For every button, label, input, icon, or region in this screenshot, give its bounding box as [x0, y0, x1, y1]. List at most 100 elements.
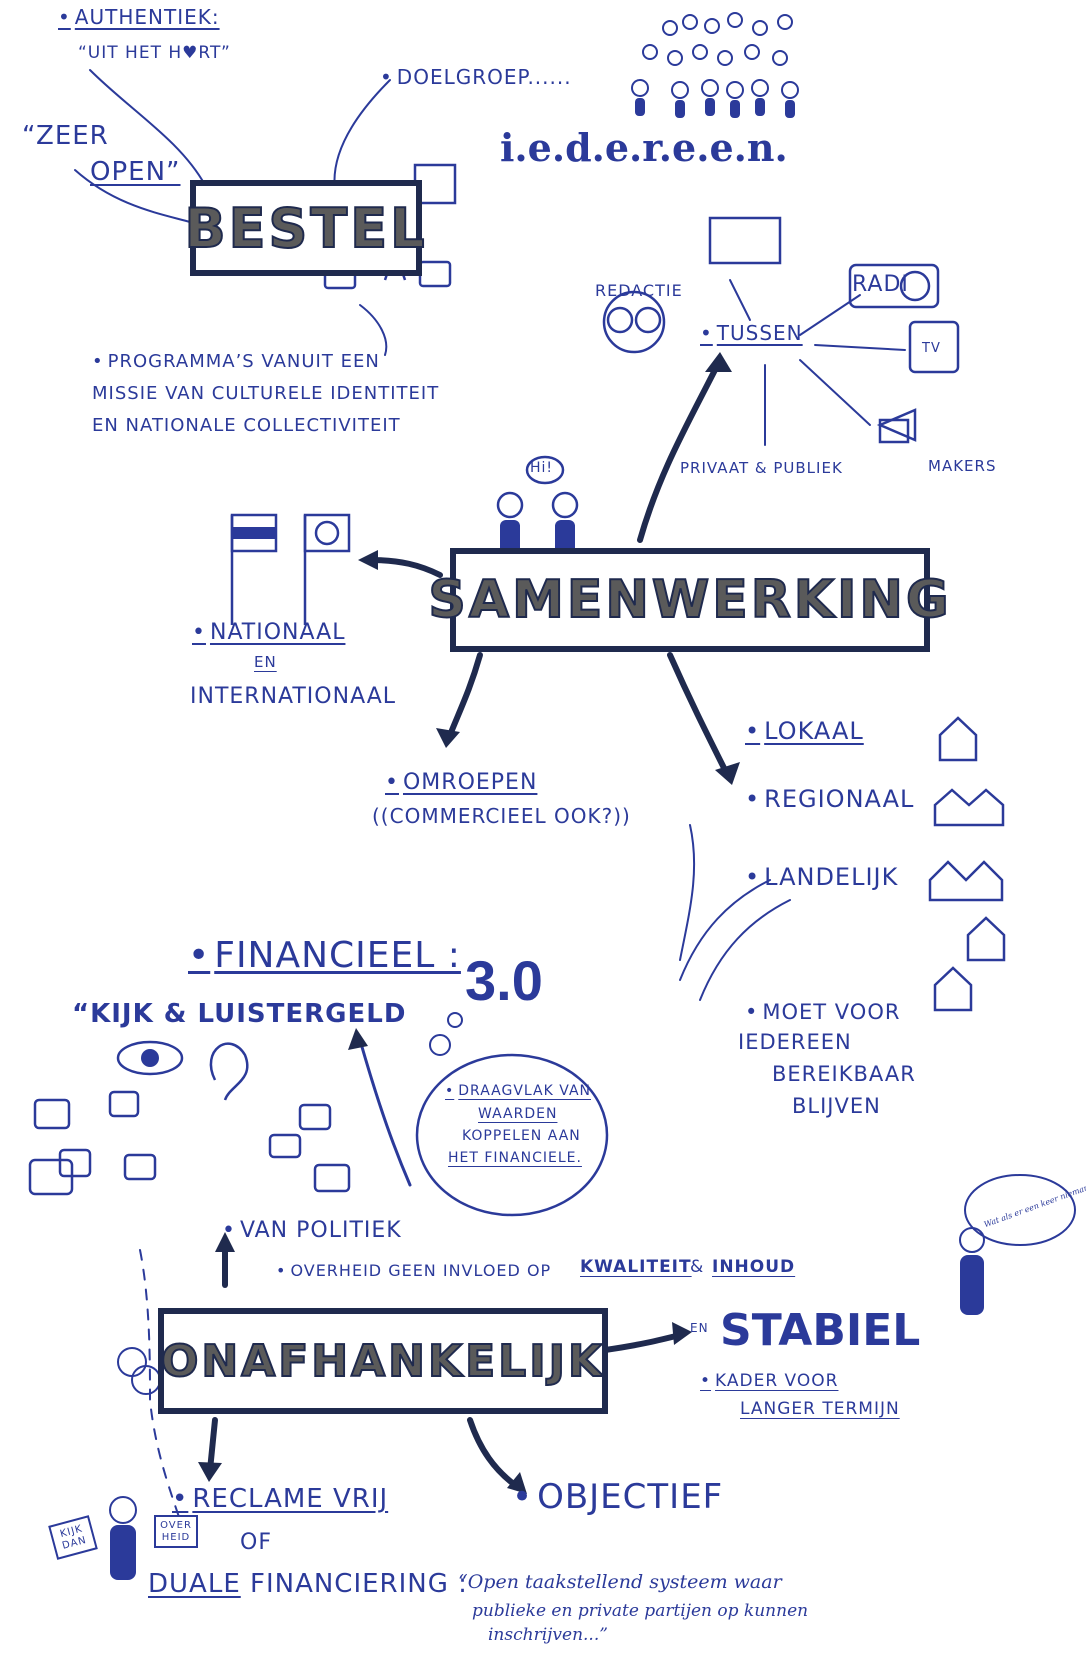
eye-icon: [116, 1040, 184, 1076]
privaat-label: PRIVAAT & PUBLIEK: [680, 459, 843, 477]
iedereen-label: i.e.d.e.r.e.e.n.: [500, 125, 788, 170]
camera-body: [878, 418, 910, 444]
arrow-to-reclame: [207, 1417, 218, 1473]
road-line-right: [699, 899, 791, 1001]
tv-icon-fin-1: [33, 1098, 71, 1130]
road-line-left: [679, 879, 771, 981]
tv-icon-fin-7: [268, 1133, 302, 1159]
connector-authentiek: [89, 69, 206, 186]
thinking-person-head: [959, 1227, 985, 1253]
draagvlak-line-2: WAARDEN: [478, 1106, 558, 1122]
speech-text: Hi!: [530, 460, 554, 476]
tv-icon-fin-5: [123, 1153, 157, 1181]
thought-dot-1: [429, 1034, 451, 1056]
arrowhead-omroepen: [436, 728, 460, 748]
uit-het-hart-label: “UIT HET H♥RT”: [78, 43, 231, 63]
open-label: OPEN”: [90, 157, 181, 187]
newspaper-icon-tussen: [708, 216, 782, 265]
nationaal-label: NATIONAAL: [192, 620, 345, 645]
kader-line-1: KADER VOOR: [700, 1371, 838, 1392]
omroepen-label: OMROEPEN: [385, 770, 537, 795]
house-icon-landelijk: [928, 860, 1004, 902]
radio-icon-bestel: [418, 260, 452, 288]
kijk-label: “KIJK & LUISTERGELD: [72, 999, 407, 1029]
crowd-icon: [631, 12, 799, 99]
quote-line-1: “Open taakstellend systeem waar: [458, 1571, 782, 1593]
en-stabiel-label: EN: [690, 1321, 709, 1335]
bestel-title: BESTEL: [183, 196, 428, 261]
radio-icon: [848, 263, 940, 309]
draagvlak-line-3: KOPPELEN AAN: [462, 1128, 581, 1144]
doelgroep-label: DOELGROEP......: [380, 66, 572, 89]
onafhankelijk-box: ONAFHANKELIJK: [158, 1308, 608, 1414]
arrow-to-stabiel: [602, 1332, 683, 1353]
arrowhead-financieel: [348, 1028, 368, 1050]
house-icon-lokaal: [938, 716, 978, 762]
thought-bubble-right: [964, 1174, 1076, 1246]
tv-icon-fin-4: [28, 1158, 74, 1196]
tv-icon-fin-8: [313, 1163, 351, 1193]
scissors-ring-1: [117, 1347, 147, 1377]
connector-tussen-paper: [729, 279, 751, 321]
tv-icon: [908, 320, 960, 374]
connector-programma: [359, 304, 388, 356]
quote-line-3: inschrijven...”: [488, 1625, 608, 1645]
duale-label: DUALE: [148, 1569, 241, 1599]
tv-icon-fin-3: [58, 1148, 92, 1178]
arrow-up-financieel: [358, 1038, 412, 1187]
tv-label: TV: [922, 341, 941, 356]
house-icon-extra-2: [933, 966, 973, 1012]
van-politiek-label: VAN POLITIEK: [222, 1218, 402, 1243]
authentiek-label: AUTHENTIEK:: [58, 6, 220, 29]
tv-icon-fin-6: [298, 1103, 332, 1131]
house-icon-extra-1: [966, 916, 1006, 962]
road-curve: [679, 824, 696, 961]
kwaliteit-label: KWALITEIT: [580, 1257, 692, 1277]
scissors-ring-2: [131, 1365, 161, 1395]
redactie-glasses-icon: [606, 306, 634, 334]
connector-doelgroep: [333, 79, 391, 191]
radio-label: RADI: [852, 272, 909, 297]
arrow-to-nationaal: [367, 557, 443, 578]
draagvlak-line-4: HET FINANCIELE.: [448, 1150, 582, 1166]
thinking-person-body: [960, 1255, 984, 1315]
flag-world-icon: [303, 513, 351, 553]
onafhankelijk-title: ONAFHANKELIJK: [160, 1335, 606, 1388]
stabiel-label: STABIEL: [720, 1305, 921, 1356]
makers-label: MAKERS: [928, 457, 997, 475]
reclame-label: RECLAME VRIJ: [172, 1484, 388, 1515]
redactie-head-icon: [602, 290, 666, 354]
person-head-left: [496, 491, 524, 519]
sign-person-head: [109, 1496, 137, 1524]
arrowhead-reclame: [198, 1462, 222, 1482]
moet-line-2: IEDEREEN: [738, 1030, 852, 1054]
draagvlak-line-1: DRAAGVLAK VAN: [445, 1083, 591, 1099]
kader-line-2: LANGER TERMIJN: [740, 1399, 900, 1419]
programma-line-1: PROGRAMMA’S VANUIT EEN: [92, 351, 380, 373]
arrow-to-tussen: [637, 357, 723, 543]
versie-label: 3.0: [465, 949, 543, 1012]
samenwerking-box: SAMENWERKING: [427, 548, 950, 652]
speech-bubble-icon: [525, 455, 565, 485]
connector-tussen-makers: [799, 359, 871, 426]
amp-label: &: [690, 1257, 705, 1277]
connector-tussen-tv: [814, 344, 906, 351]
arrow-to-lokaal: [667, 652, 728, 773]
zeer-label: “ZEER: [22, 121, 109, 151]
regionaal-label: REGIONAAL: [745, 785, 914, 814]
arrowhead-lokaal: [715, 762, 740, 785]
arrowhead-stabiel: [672, 1322, 692, 1345]
moet-line-4: BLIJVEN: [792, 1094, 881, 1118]
arrowhead-tussen: [705, 352, 732, 372]
quote-line-2: publieke en private partijen op kunnen: [472, 1601, 809, 1621]
arrowhead-nationaal: [358, 550, 378, 570]
moet-line-3: BEREIKBAAR: [772, 1062, 916, 1086]
camera-icon: [876, 408, 917, 442]
overheid-label: OVERHEID GEEN INVLOED OP: [276, 1261, 551, 1280]
programma-line-3: EN NATIONALE COLLECTIVITEIT: [92, 415, 401, 436]
thought-dot-2: [447, 1012, 463, 1028]
of-label: OF: [240, 1530, 272, 1555]
draagvlak-cloud: [415, 1053, 609, 1217]
redactie-glasses-icon-2: [634, 306, 662, 334]
